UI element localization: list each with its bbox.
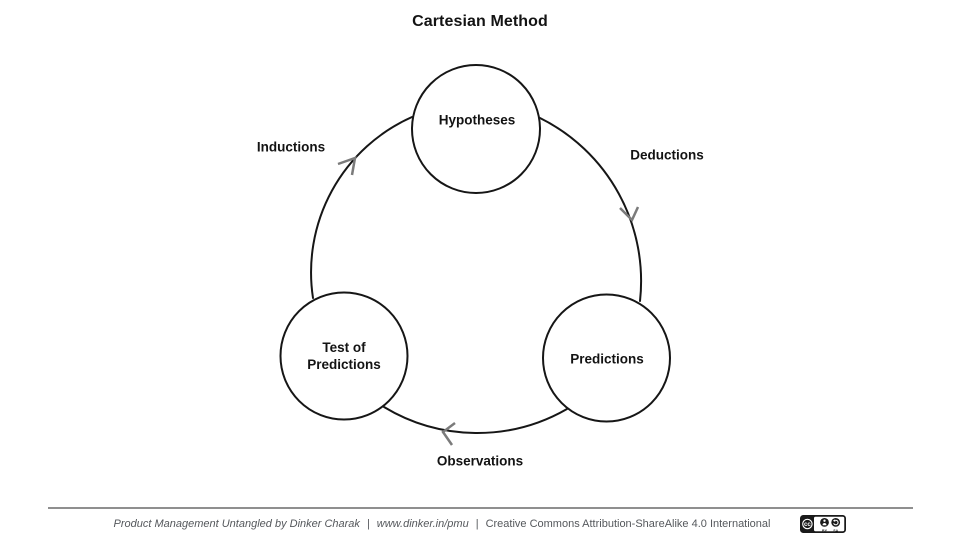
cc-logo-text: cc <box>804 521 811 528</box>
cc-by-sa-badge-icon[interactable]: cc BY SA <box>800 515 847 533</box>
node-label-predictions: Predictions <box>570 351 644 367</box>
footer-separator: | <box>475 518 479 530</box>
footer-link[interactable]: www.dinker.in/pmu <box>376 518 469 530</box>
arc-inductions <box>310 116 413 299</box>
footer-divider <box>48 507 913 509</box>
footer-separator: | <box>366 518 370 530</box>
arc-observations <box>383 406 568 434</box>
node-label-test-of-predictions: Test of Predictions <box>307 340 381 372</box>
footer-credit: Product Management Untangled by Dinker C… <box>113 518 360 530</box>
by-icon <box>820 518 830 527</box>
node-circle-test-of-predictions <box>279 291 409 421</box>
arrowhead-deductions <box>619 206 640 223</box>
by-label: BY <box>822 529 828 533</box>
arrowhead-inductions <box>337 156 357 176</box>
page-title: Cartesian Method <box>412 13 548 30</box>
edge-label-observations: Observations <box>436 453 524 469</box>
sa-icon <box>831 518 841 527</box>
arrowhead-observations <box>441 422 456 446</box>
node-label-hypotheses: Hypotheses <box>438 112 516 128</box>
edge-label-inductions: Inductions <box>256 139 326 155</box>
arc-deductions <box>539 117 643 302</box>
sa-label: SA <box>834 529 839 533</box>
footer: Product Management Untangled by Dinker C… <box>0 513 960 535</box>
node-circle-predictions <box>542 293 671 423</box>
node-circle-hypotheses <box>411 64 541 194</box>
footer-license: Creative Commons Attribution-ShareAlike … <box>485 518 771 530</box>
edge-label-deductions: Deductions <box>630 147 704 163</box>
